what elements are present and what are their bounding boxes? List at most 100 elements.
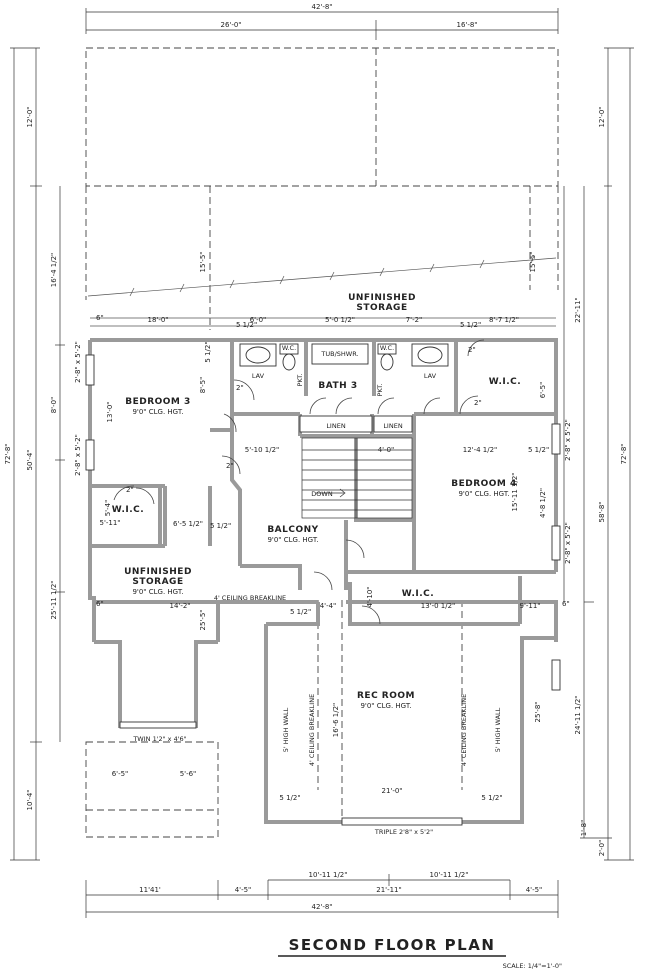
dim-unfinished-a: 6'-0" <box>250 316 267 324</box>
label-balcony: BALCONY <box>267 525 318 535</box>
dim-wall-51-e: 5 1/2" <box>290 608 311 616</box>
dim-bal-4: 4'-0" <box>378 446 395 454</box>
dim-s6: 6'-5 1/2" <box>173 520 203 528</box>
room-labels: UNFINISHED STORAGE BEDROOM 3 9'0" CLG. H… <box>112 293 521 836</box>
label-storage-left: STORAGE <box>132 577 183 587</box>
dimension-labels: 42'-8" 26'-0" 16'-8" 42'-8" 11'41' 4'-5"… <box>4 3 628 911</box>
label-linen1: LINEN <box>326 422 346 430</box>
dim-right-24: 24'-11 1/2" <box>574 696 582 735</box>
dim-wall-51-a: 5 1/2" <box>279 794 300 802</box>
dim-wall-2-b: 2" <box>236 384 244 392</box>
dim-wall-51-g: 5 1/2" <box>236 321 257 329</box>
label-unfinished-top: UNFINISHED <box>348 293 416 303</box>
dim-storage-height-r: 15'-5" <box>529 251 537 272</box>
label-down: DOWN <box>311 490 333 498</box>
label-linen2: LINEN <box>383 422 403 430</box>
plan-scale: SCALE: 1/4"=1'-0" <box>503 962 562 970</box>
dim-unfinished-top: 18'-0" <box>147 316 168 324</box>
dim-left-8: 8'-0" <box>50 397 58 414</box>
dim-top-left: 26'-0" <box>220 21 241 29</box>
dim-wall-51-f: 5 1/2" <box>460 321 481 329</box>
dim-right-overall: 72'-8" <box>620 443 628 464</box>
label-bedroom3: BEDROOM 3 <box>125 397 191 407</box>
label-high-wall-r: 5' HIGH WALL <box>494 707 502 752</box>
dim-wic-h: 5'-4" <box>104 500 112 517</box>
label-pkt2: PKT. <box>376 384 384 397</box>
dim-bottom-c: 21'-11" <box>376 886 401 894</box>
plan-title: SECOND FLOOR PLAN <box>289 936 496 954</box>
dim-bed4-h: 15'-11 1/2" <box>511 473 519 512</box>
label-lav1: LAV <box>252 372 265 380</box>
label-wic-mid: W.I.C. <box>402 589 434 599</box>
dim-s4: 4'-4" <box>320 602 337 610</box>
label-high-wall-l: 5' HIGH WALL <box>282 707 290 752</box>
dim-left-lower: 10'-4" <box>26 789 34 810</box>
dim-s13: 13'-0 1/2" <box>421 602 456 610</box>
label-twin-window: TWIN 1'2" x 4'6" <box>132 735 186 743</box>
label-tub: TUB/SHWR. <box>320 350 358 358</box>
dim-bottom-e: 10'-11 1/2" <box>309 871 348 879</box>
dim-left-overall: 72'-8" <box>4 443 12 464</box>
dim-wall-6-c: 6" <box>562 600 570 608</box>
dim-s14: 14'-2" <box>169 602 190 610</box>
dim-rec-w: 21'-0" <box>381 787 402 795</box>
dim-wic-w: 5'-11" <box>99 519 120 527</box>
dim-bal-12: 12'-4 1/2" <box>463 446 498 454</box>
label-storage-left-clg: 9'0" CLG. HGT. <box>132 588 183 596</box>
label-bedroom3-clg: 9'0" CLG. HGT. <box>132 408 183 416</box>
label-wic-left: W.I.C. <box>112 505 144 515</box>
dim-wall-51-h: 5 1/2" <box>204 341 212 362</box>
dim-right-22: 22'-11" <box>574 297 582 322</box>
label-breakline-l: 4' CEILING BREAKLINE <box>308 694 316 766</box>
label-bedroom4: BEDROOM 4 <box>451 479 517 489</box>
label-lav2: LAV <box>424 372 437 380</box>
dim-right-25: 25'-8" <box>534 701 542 722</box>
label-rec-clg: 9'0" CLG. HGT. <box>360 702 411 710</box>
label-wic-top: W.I.C. <box>489 377 521 387</box>
label-rec-room: REC ROOM <box>357 691 415 701</box>
dim-left-mid: 50'-4" <box>26 449 34 470</box>
dim-bottom-overall: 42'-8" <box>311 903 332 911</box>
dim-wall-2-c: 2" <box>474 399 482 407</box>
dim-wall-51-c: 5 1/2" <box>210 522 231 530</box>
dim-right-18: 1'-8" <box>580 820 588 837</box>
dim-s9: 9'-11" <box>519 602 540 610</box>
dim-bottom-d: 4'-5" <box>526 886 543 894</box>
dim-rec-h: 16'-6 1/2" <box>332 703 340 738</box>
dim-left-upper: 12'-0" <box>26 106 34 127</box>
dim-bottom-a: 11'41' <box>139 886 161 894</box>
dim-window-r1: 2'-8" x 5'-2" <box>564 419 572 461</box>
dim-right-upper: 12'-0" <box>598 106 606 127</box>
dim-bed4-r: 4'-8 1/2" <box>539 488 547 518</box>
windows <box>85 354 561 826</box>
label-bath3: BATH 3 <box>318 381 357 391</box>
dim-wall-51-b: 5 1/2" <box>481 794 502 802</box>
roof-line <box>87 255 557 327</box>
dim-unfinished-d: 8'-7 1/2" <box>489 316 519 324</box>
label-triple-window: TRIPLE 2'8" x 5'2" <box>374 828 433 836</box>
dim-wall-6-b: 6" <box>96 600 104 608</box>
dim-window-r2: 2'-8" x 5'-2" <box>564 522 572 564</box>
dim-bed3-w: 8'-5" <box>199 377 207 394</box>
label-wc1: W.C. <box>282 344 296 352</box>
dim-wall-2-a: 2" <box>226 462 234 470</box>
label-unfinished-left: UNFINISHED <box>124 567 192 577</box>
dim-right-mid: 58'-8" <box>598 501 606 522</box>
label-bedroom4-clg: 9'0" CLG. HGT. <box>458 490 509 498</box>
door-swings <box>113 339 485 625</box>
dim-right-lower: 2'-0" <box>598 840 606 857</box>
bath-fixtures <box>239 343 449 433</box>
dim-storage-height: 15'-5" <box>199 251 207 272</box>
stairs <box>301 437 413 519</box>
label-pkt1: PKT. <box>296 374 304 387</box>
dim-s4b: 4'-10" <box>366 586 374 607</box>
dim-unfinished-b: 5'-0 1/2" <box>325 316 355 324</box>
dim-left-16: 16'-4 1/2" <box>50 253 58 288</box>
dim-wall-6: 6" <box>96 314 104 322</box>
dim-bottom-f: 10'-11 1/2" <box>430 871 469 879</box>
label-breakline-r: 4' CEILING BREAKLINE <box>460 694 468 766</box>
dim-lower-a: 6'-5" <box>112 770 129 778</box>
label-wc2: W.C. <box>380 344 394 352</box>
label-storage-top: STORAGE <box>356 303 407 313</box>
